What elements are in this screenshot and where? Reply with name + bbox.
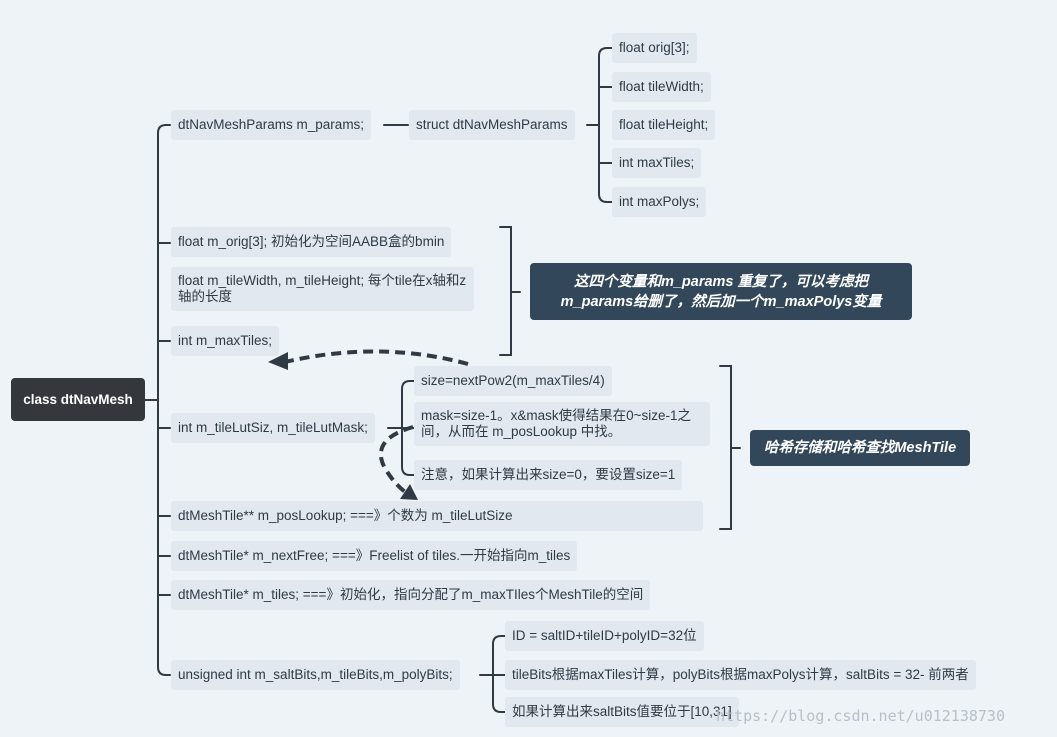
params-field-tile-width[interactable]: float tileWidth; <box>612 72 711 102</box>
params-field-tile-height[interactable]: float tileHeight; <box>612 110 716 140</box>
salt-id-composition[interactable]: ID = saltID+tileID+polyID=32位 <box>505 621 704 651</box>
params-field-orig[interactable]: float orig[3]; <box>612 33 697 63</box>
callout-hash-lookup[interactable]: 哈希存储和哈希查找MeshTile <box>750 430 970 466</box>
lut-mask-explanation[interactable]: mask=size-1。x&mask使得结果在0~size-1之间，从而在 m_… <box>414 402 710 446</box>
member-m-max-tiles[interactable]: int m_maxTiles; <box>171 326 280 356</box>
member-m-pos-lookup[interactable]: dtMeshTile** m_posLookup; ===》个数为 m_tile… <box>171 501 703 531</box>
member-m-tile-width-height[interactable]: float m_tileWidth, m_tileHeight; 每个tile在… <box>171 267 474 311</box>
lut-size-formula[interactable]: size=nextPow2(m_maxTiles/4) <box>414 366 612 396</box>
lut-size-note[interactable]: 注意，如果计算出来size=0，要设置size=1 <box>414 460 683 490</box>
member-salt-tile-poly-bits[interactable]: unsigned int m_saltBits,m_tileBits,m_pol… <box>171 660 460 690</box>
watermark: https://blog.csdn.net/u012138730 <box>716 707 1005 725</box>
salt-bits-range[interactable]: 如果计算出来saltBits值要位于[10,31] <box>505 697 739 727</box>
member-m-next-free[interactable]: dtMeshTile* m_nextFree; ===》Freelist of … <box>171 541 578 571</box>
member-m-orig[interactable]: float m_orig[3]; 初始化为空间AABB盒的bmin <box>171 227 452 257</box>
salt-bits-calculation[interactable]: tileBits根据maxTiles计算，polyBits根据maxPolys计… <box>505 660 976 690</box>
member-m-tiles[interactable]: dtMeshTile* m_tiles; ===》初始化，指向分配了m_maxT… <box>171 580 651 610</box>
callout-duplicate-params[interactable]: 这四个变量和m_params 重复了，可以考虑把m_params给删了，然后加一… <box>530 263 912 320</box>
struct-dt-nav-mesh-params[interactable]: struct dtNavMeshParams <box>409 110 575 140</box>
member-m-params[interactable]: dtNavMeshParams m_params; <box>171 110 372 140</box>
params-field-max-polys[interactable]: int maxPolys; <box>612 187 707 217</box>
params-field-max-tiles[interactable]: int maxTiles; <box>612 148 702 178</box>
member-m-tile-lut[interactable]: int m_tileLutSiz, m_tileLutMask; <box>171 413 375 443</box>
root-node[interactable]: class dtNavMesh <box>11 378 145 421</box>
